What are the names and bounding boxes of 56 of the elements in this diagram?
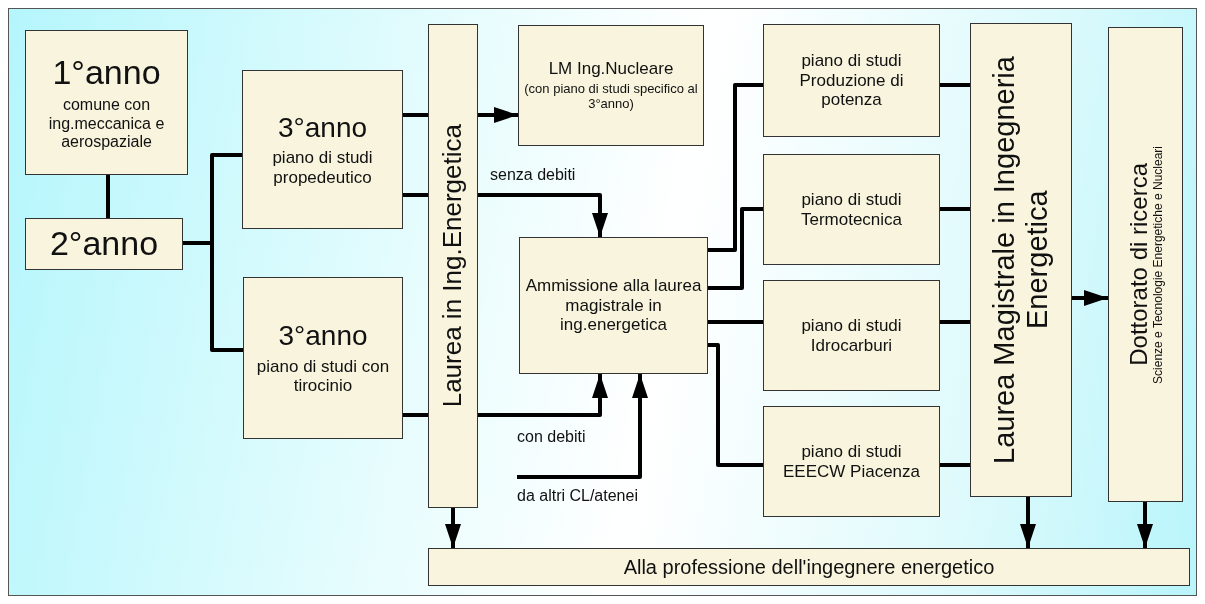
box-title: Laurea Magistrale in Ingegneria Energetica [987, 55, 1054, 466]
connector-line [403, 193, 428, 197]
arrow [1020, 497, 1036, 548]
box-subtitle: (con piano di studi specifico al 3°anno) [523, 82, 699, 113]
box-title: 1°anno [52, 53, 161, 93]
edge-label: con debiti [517, 428, 586, 446]
arrow [445, 508, 461, 548]
process-box [763, 406, 940, 517]
connector-line [940, 83, 970, 87]
arrow [478, 107, 518, 123]
connector-line [708, 343, 763, 467]
vertical-box [970, 23, 1072, 497]
connector-line [940, 463, 970, 467]
box-title: piano di studi Termotecnica [799, 189, 904, 230]
process-box [25, 218, 183, 270]
arrow [1072, 290, 1108, 306]
box-title: 3°anno [278, 320, 368, 353]
arrow [517, 374, 648, 479]
connector-line [708, 320, 763, 324]
process-box [242, 70, 403, 229]
box-title: piano di studi EEECW Piacenza [782, 441, 921, 482]
process-box [518, 25, 704, 146]
connector-line [940, 320, 970, 324]
arrow [478, 374, 608, 417]
connector-line [106, 175, 110, 218]
box-subtitle: comune con ing.meccanica e aerospaziale [47, 96, 166, 152]
arrow [478, 193, 608, 237]
box-title: piano di studi Idrocarburi [800, 315, 903, 356]
process-box [243, 277, 403, 439]
process-box [763, 154, 940, 265]
connector-line [708, 83, 763, 252]
edge-label: senza debiti [490, 166, 576, 184]
arrow [1137, 502, 1153, 548]
box-title: piano di studi Produzione di potenza [798, 51, 905, 110]
box-title: Alla professione dell'ingegnere energetico [623, 555, 995, 579]
edge-label: da altri CL/atenei [517, 487, 638, 505]
box-title: Dottorato di ricerca [1124, 163, 1153, 366]
process-box [25, 30, 188, 175]
box-subtitle: piano di studi con tirocinio [255, 356, 391, 396]
vertical-box [1108, 27, 1183, 502]
box-title: Laurea in Ing.Energetica [438, 124, 468, 408]
connector-line [708, 207, 763, 290]
box-subtitle: Scienze e Tecnologie Energetiche e Nucleari [1152, 145, 1167, 384]
process-box [519, 237, 708, 374]
connector-line [940, 207, 970, 211]
process-box [763, 280, 940, 391]
box-title: Ammissione alla laurea magistrale in ing.energetica [524, 276, 703, 335]
box-subtitle: piano di studi propedeutico [271, 148, 374, 188]
connector-line [403, 413, 428, 417]
box-title: LM Ing.Nucleare [548, 58, 674, 79]
box-title: 2°anno [49, 224, 159, 264]
vertical-box [428, 24, 478, 508]
process-box [428, 548, 1190, 586]
box-title: 3°anno [277, 111, 368, 145]
connector-line [403, 113, 428, 117]
process-box [763, 24, 940, 137]
